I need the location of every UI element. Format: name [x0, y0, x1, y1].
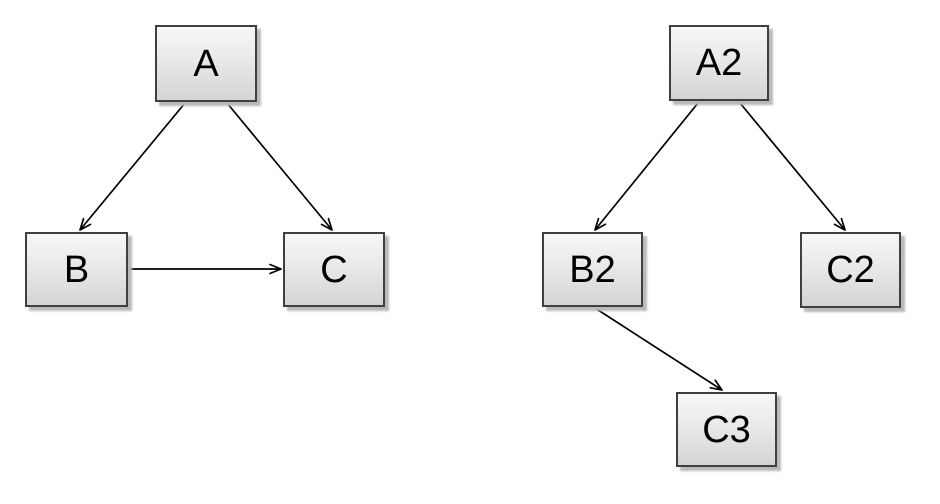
edge-group — [79, 102, 846, 391]
node-A2[interactable]: A2 — [669, 25, 769, 101]
node-label-C: C — [320, 248, 348, 291]
node-A[interactable]: A — [155, 25, 257, 102]
node-label-C2: C2 — [826, 249, 875, 291]
node-label-C3: C3 — [702, 408, 751, 451]
edge-A2-C2 — [739, 102, 846, 231]
node-label-B: B — [63, 248, 90, 291]
edge-A-C — [226, 102, 333, 231]
node-B[interactable]: B — [25, 232, 128, 307]
edge-B2-C3 — [594, 307, 723, 391]
edge-A2-B2 — [594, 102, 699, 231]
node-label-B2: B2 — [569, 248, 616, 291]
node-B2[interactable]: B2 — [542, 232, 643, 307]
edge-A-B — [79, 102, 186, 231]
node-label-A2: A2 — [695, 42, 743, 84]
node-C3[interactable]: C3 — [676, 392, 777, 467]
node-C2[interactable]: C2 — [800, 232, 901, 308]
node-C[interactable]: C — [283, 232, 385, 307]
node-label-A: A — [193, 42, 219, 85]
